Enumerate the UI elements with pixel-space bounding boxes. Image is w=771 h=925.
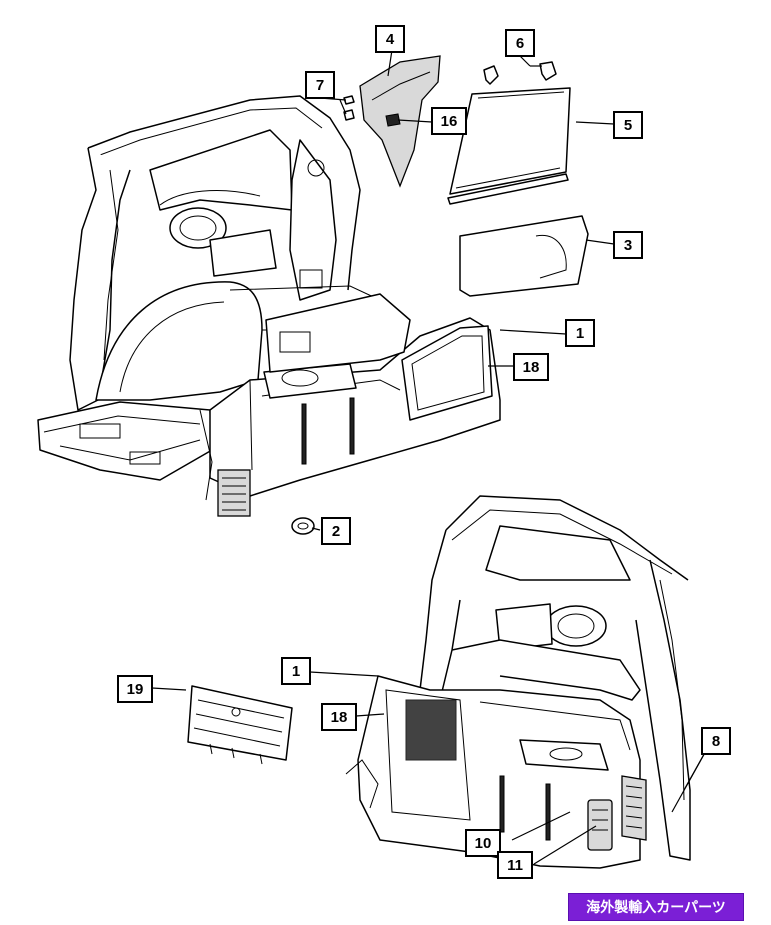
callout-6: 6	[505, 29, 535, 57]
svg-text:3: 3	[624, 237, 632, 254]
part-clips-7	[343, 95, 355, 121]
svg-text:8: 8	[712, 733, 720, 750]
svg-text:11: 11	[507, 857, 523, 874]
svg-text:16: 16	[441, 113, 458, 130]
callout-8: 8	[701, 727, 731, 755]
callout-18-lower: 18	[321, 703, 357, 731]
svg-text:18: 18	[523, 359, 540, 376]
part-pillar-trim	[359, 55, 441, 188]
part-grommet	[291, 517, 315, 535]
callout-19: 19	[117, 675, 153, 703]
part-pad	[385, 113, 401, 127]
part-brackets-6	[483, 61, 557, 85]
svg-text:2: 2	[332, 523, 340, 540]
callout-4: 4	[375, 25, 405, 53]
svg-text:6: 6	[516, 35, 524, 52]
svg-text:19: 19	[127, 681, 144, 698]
svg-text:5: 5	[624, 117, 632, 134]
callout-5: 5	[613, 111, 643, 139]
callout-10: 10	[465, 829, 501, 857]
callout-3: 3	[613, 231, 643, 259]
callout-7: 7	[305, 71, 335, 99]
watermark-label: 海外製輸入カーパーツ	[568, 893, 744, 921]
part-trim-cover-19	[187, 685, 293, 765]
upper-vehicle-interior	[37, 95, 501, 517]
callout-16: 16	[431, 107, 467, 135]
callout-1-lower: 1	[281, 657, 311, 685]
part-cargo-screen	[447, 87, 571, 205]
svg-text:1: 1	[292, 663, 300, 680]
svg-text:10: 10	[475, 835, 492, 852]
svg-text:1: 1	[576, 325, 584, 342]
svg-text:7: 7	[316, 77, 324, 94]
lower-vehicle-interior	[345, 495, 691, 869]
svg-text:4: 4	[386, 31, 395, 48]
leader-lines	[151, 49, 713, 865]
callout-2: 2	[321, 517, 351, 545]
part-pocket-panel	[459, 215, 589, 297]
svg-text:18: 18	[331, 709, 348, 726]
callout-1-upper: 1	[565, 319, 595, 347]
callout-11: 11	[497, 851, 533, 879]
callout-18-upper: 18	[513, 353, 549, 381]
